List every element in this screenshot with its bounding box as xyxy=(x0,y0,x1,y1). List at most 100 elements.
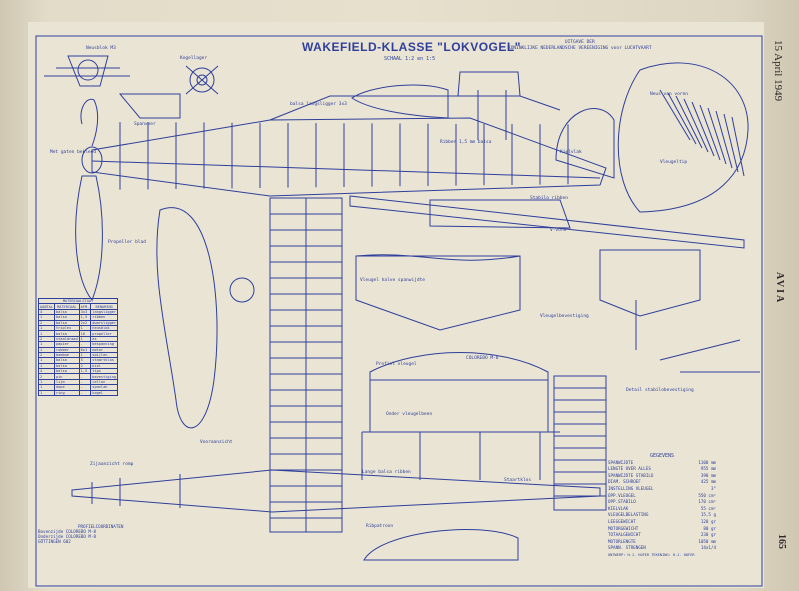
gegevens-key: OPP.STABILO xyxy=(608,499,636,505)
margin-date: 15 April 1949 xyxy=(772,40,784,102)
label-wing-fitting: Vleugelbevestiging xyxy=(540,314,589,319)
materials-header: MATERIAAL xyxy=(53,303,80,310)
gegevens-key: LENGTE OVER ALLES xyxy=(608,466,651,472)
gegevens-title: GEGEVENS xyxy=(649,453,675,459)
gegevens-key: SPANN. STRENGEN xyxy=(608,545,646,551)
gegevens-value: 425 mm xyxy=(700,479,716,485)
margin-page-number: 165 xyxy=(776,534,787,549)
tip-hatch-line xyxy=(691,101,715,157)
gegevens-row: LEEGGEWICHT 120 gr xyxy=(608,519,716,526)
gegevens-key: TOTAALGEWICHT xyxy=(608,532,641,538)
gegevens-key: MOTORLENGTE xyxy=(608,538,636,544)
label-propeller-hub: Neusblok M3 xyxy=(86,46,116,51)
materials-cell: bespanning xyxy=(90,341,119,348)
wing-tip-oval xyxy=(617,62,749,213)
gegevens-row: OPP.VLEUGEL 550 cm² xyxy=(608,493,716,500)
gegevens-row: TOTAALGEWICHT 230 gr xyxy=(608,532,716,539)
publisher-note: UITGAVE DER KONINKLIJKE NEDERLANDSCHE VE… xyxy=(508,40,652,51)
label-fin: Kielvlak xyxy=(560,150,582,155)
gegevens-row: MOTORLENGTE 1050 mm xyxy=(608,539,716,546)
gegevens-row: LENGTE OVER ALLES 955 mm xyxy=(608,466,716,473)
gegevens-key: SPANWIJDTE xyxy=(608,459,634,465)
gegevens-row: MOTORGEWICHT 80 gr xyxy=(608,526,716,533)
tip-hatch-line xyxy=(683,98,709,153)
profile-title: PROFIELCOORDINATEN xyxy=(78,524,124,529)
profile-row: Bovenzijde COLOREBO M-8 xyxy=(38,529,96,534)
label-ribs: Ribben 1,5 mm balsa xyxy=(440,140,492,145)
drawing-title: WAKEFIELD-KLASSE "LOKVOGEL" xyxy=(302,40,521,54)
propeller-blade xyxy=(75,98,103,301)
gegevens-key: MOTORGEWICHT xyxy=(608,525,639,531)
materials-header: AFM. xyxy=(78,303,92,310)
stabilo-fitting xyxy=(599,249,760,373)
gegevens-value: 1050 mm xyxy=(698,538,716,544)
gegevens-value: 230 gr xyxy=(700,532,716,538)
label-under-wing: Onder vleugelbeen xyxy=(386,412,433,417)
stabilizer-plan xyxy=(349,195,745,249)
margin-magazine: AVIA xyxy=(774,272,785,305)
label-front-view2: Neus van voren xyxy=(650,92,688,97)
tip-hatch-line xyxy=(731,116,745,177)
label-dihedral: V-vorm xyxy=(550,228,567,233)
gegevens-value: 15,5 g xyxy=(700,512,716,518)
gegevens-footer: ONTWERP: H.J. HOFER TEKENING: H.J. HOFER xyxy=(608,552,695,557)
fuselage-side-view xyxy=(81,95,615,197)
drawing-scale: SCHAAL 1:2 en 1:5 xyxy=(384,56,436,62)
label-rear-hook: Staartklos xyxy=(504,478,532,483)
materials-cell: kogel xyxy=(90,389,119,397)
fuselage-top-view xyxy=(71,469,601,513)
label-rib-pattern: Ribpatroon xyxy=(366,524,394,529)
tip-hatch-line xyxy=(715,110,733,169)
label-clark: COLOREBO M-8 xyxy=(466,356,499,361)
label-wing-plan: Vleugel halve spanwijdte xyxy=(360,278,426,283)
gegevens-row: DIAM. SCHROEF 425 mm xyxy=(608,479,716,486)
materials-cell: langsligger xyxy=(90,308,119,316)
label-stab-ribs: Stabilo ribben xyxy=(530,196,568,201)
label-wing-tip: Vleugeltip xyxy=(660,160,688,165)
label-fuselage-top: balsa langsligger 3x3 xyxy=(290,102,347,107)
tip-hatch-line xyxy=(667,92,697,145)
rib-pattern-bottom xyxy=(363,529,519,561)
gegevens-value: 120 gr xyxy=(700,518,716,524)
profile-coordinates: PROFIELCOORDINATEN Bovenzijde COLOREBO M… xyxy=(38,524,123,544)
gegevens-value: 3° xyxy=(710,485,716,491)
gegevens-value: 550 cm² xyxy=(698,492,716,498)
blueprint-sheet xyxy=(28,22,764,588)
gegevens-value: 55 cm² xyxy=(700,505,716,511)
gegevens-value: 390 mm xyxy=(700,472,716,478)
gegevens-value: 80 gr xyxy=(703,525,716,531)
wing-plan-vertical xyxy=(269,197,343,533)
label-bearing: Kogellager xyxy=(180,56,208,61)
label-wing-section: Profiel vleugel xyxy=(376,362,417,367)
label-nose-block: Met gaten bekleed xyxy=(50,150,97,155)
gegevens-row: SPANN. STRENGEN 14x1/4 xyxy=(608,545,716,552)
gegevens-row: SPANWIJDTE STABILO 390 mm xyxy=(608,473,716,480)
tip-hatch-line xyxy=(659,89,691,141)
label-detail-stabilo: Detail stabilobevestiging xyxy=(626,388,694,393)
gegevens-key: VLEUGELBELASTING xyxy=(608,512,649,518)
gegevens-value: 955 mm xyxy=(700,466,716,472)
materials-cell: bevestiging xyxy=(90,373,119,380)
tip-hatch-line xyxy=(675,95,703,149)
label-front-view: Vooraanzicht xyxy=(200,440,233,445)
profile-row: Onderzijde COLOREBO M-8 xyxy=(38,534,96,539)
label-side-view: Zijaanzicht romp xyxy=(90,462,134,467)
tip-hatch-line xyxy=(707,107,727,165)
gegevens-key: LEEGGEWICHT xyxy=(608,518,636,524)
materials-cell: dwarsligger xyxy=(90,319,119,326)
gegevens-value: 14x1/4 xyxy=(700,545,716,551)
gegevens-key: SPANWIJDTE STABILO xyxy=(608,472,654,478)
fin-ladder xyxy=(553,375,607,511)
gegevens-key: OPP.VLEUGEL xyxy=(608,492,636,498)
gegevens-key: DIAM. SCHROEF xyxy=(608,479,641,485)
